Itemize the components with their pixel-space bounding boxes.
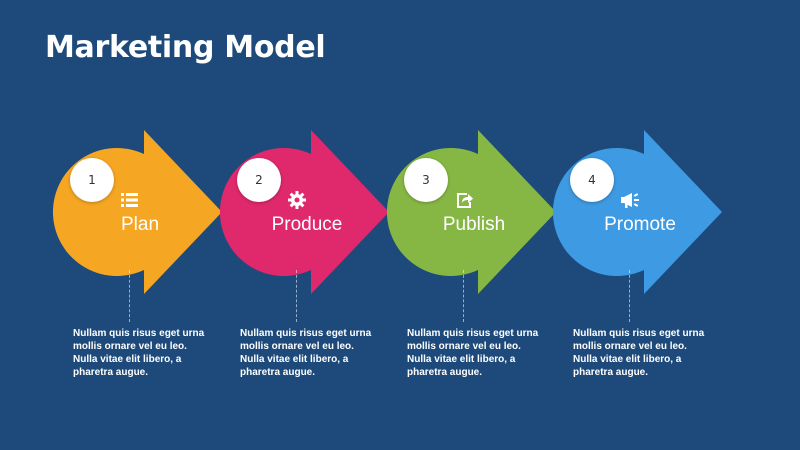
share-icon	[457, 193, 473, 208]
step-number-badge: 1	[70, 158, 114, 202]
step-description: Nullam quis risus eget urna mollis ornar…	[73, 328, 205, 378]
megaphone-icon	[621, 193, 639, 208]
step-label: Produce	[271, 214, 343, 235]
step-number-badge: 2	[237, 158, 281, 202]
dashed-connector	[629, 270, 630, 322]
dashed-connector	[463, 270, 464, 322]
list-icon	[121, 193, 138, 207]
step-label: Promote	[604, 214, 676, 235]
step-produce: 2 Produce Nullam quis risus eget urna mo…	[219, 130, 389, 380]
dashed-connector	[296, 270, 297, 322]
step-label: Plan	[120, 214, 160, 235]
step-description: Nullam quis risus eget urna mollis ornar…	[240, 328, 372, 378]
slide-title: Marketing Model	[45, 30, 326, 65]
gear-icon	[288, 191, 306, 209]
step-label: Publish	[442, 214, 506, 235]
step-promote: 4 Promote Nullam quis risus eget urna mo…	[552, 130, 722, 380]
dashed-connector	[129, 270, 130, 322]
step-description: Nullam quis risus eget urna mollis ornar…	[573, 328, 705, 378]
step-publish: 3 Publish Nullam quis risus eget urna mo…	[386, 130, 556, 380]
step-number-badge: 3	[404, 158, 448, 202]
step-number-badge: 4	[570, 158, 614, 202]
step-plan: 1 Plan Nullam quis risus eget urna molli…	[52, 130, 222, 380]
step-description: Nullam quis risus eget urna mollis ornar…	[407, 328, 539, 378]
